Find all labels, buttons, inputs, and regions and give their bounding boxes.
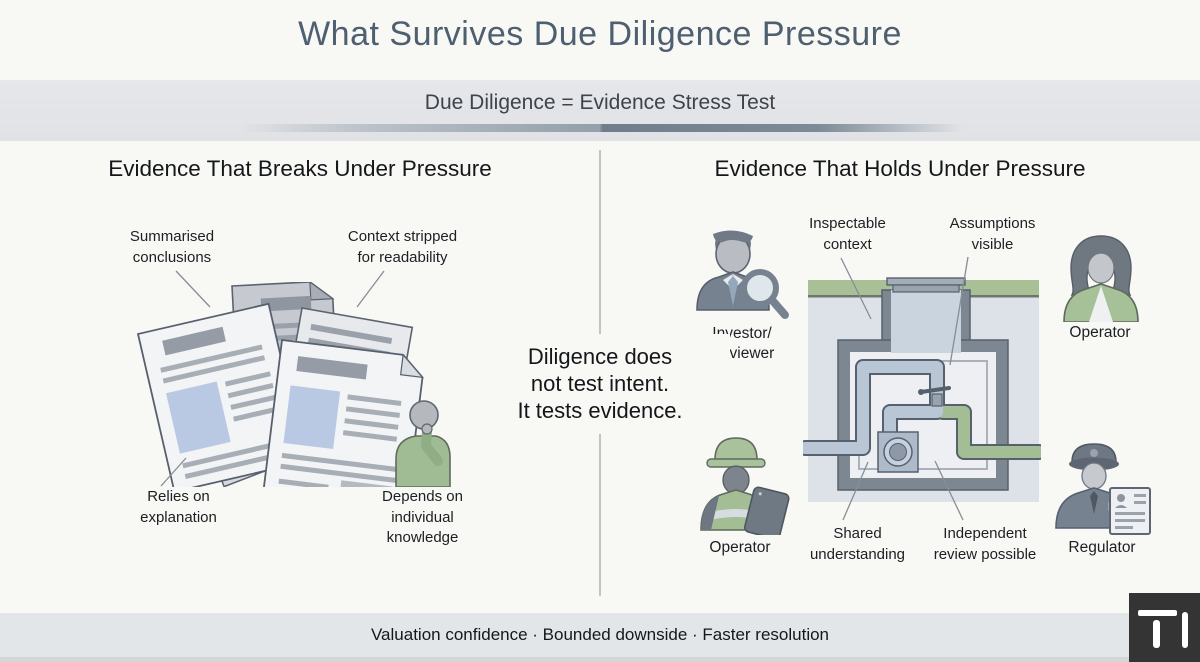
- vault-illustration: [803, 277, 1041, 502]
- valve-icon: [918, 386, 951, 407]
- label-summarised-conclusions: Summarised conclusions: [129, 228, 215, 266]
- label-regulator: Regulator: [1068, 539, 1136, 556]
- tablet-icon: [743, 486, 790, 535]
- subtitle-banner: Due Diligence = Evidence Stress Test: [0, 80, 1200, 141]
- tie-icon: [1090, 491, 1098, 514]
- front-right-document-icon: [260, 338, 424, 487]
- label-assumptions-visible: Assumptions visible: [949, 215, 1036, 253]
- label-shared-understanding: Shared understanding: [809, 525, 906, 563]
- investor-reviewer-icon: [696, 230, 789, 319]
- magnifier-icon: [741, 269, 789, 319]
- front-left-document-icon: [136, 302, 307, 487]
- footer-bottom-band: [0, 657, 1200, 662]
- label-context-stripped: Context stripped for readability: [347, 228, 458, 266]
- green-pipe: [937, 406, 1041, 458]
- regulator-icon: [1055, 443, 1151, 535]
- label-operator-top: Operator: [1069, 324, 1131, 341]
- label-depends-on-knowledge: Depends on individual knowledge: [382, 488, 463, 547]
- hard-hat-icon: [714, 437, 758, 461]
- pipes: [803, 359, 1041, 460]
- label-independent-review: Independent review possible: [933, 525, 1037, 563]
- gradient-bar: [240, 124, 962, 132]
- right-section-title: Evidence That Holds Under Pressure: [714, 156, 1086, 181]
- footer-benefits: Valuation confidence · Bounded downside …: [370, 625, 830, 644]
- operator-woman-icon: [1063, 235, 1139, 322]
- footer-strip: Valuation confidence · Bounded downside …: [0, 613, 1200, 657]
- pump-icon: [877, 431, 919, 473]
- shaft-cap: [886, 277, 966, 286]
- left-section-title: Evidence That Breaks Under Pressure: [108, 156, 492, 181]
- label-inspectable-context: Inspectable context: [809, 215, 886, 253]
- documents-stack-illustration: [136, 282, 424, 487]
- page-title: What Survives Due Diligence Pressure: [298, 15, 902, 53]
- thinking-person-icon: [395, 400, 451, 487]
- brand-logo: [1129, 593, 1200, 662]
- label-operator-bottom: Operator: [709, 539, 771, 556]
- steel-pipe: [803, 361, 943, 454]
- subtitle-text: Due Diligence = Evidence Stress Test: [424, 91, 776, 114]
- tie-icon: [728, 276, 738, 306]
- center-message: Diligence does not test intent. It tests…: [470, 334, 730, 435]
- operator-worker-icon: [700, 437, 790, 535]
- document-icon: [1109, 487, 1151, 535]
- ti-logo-icon: [1129, 593, 1200, 662]
- label-relies-on-explanation: Relies on explanation: [140, 488, 217, 526]
